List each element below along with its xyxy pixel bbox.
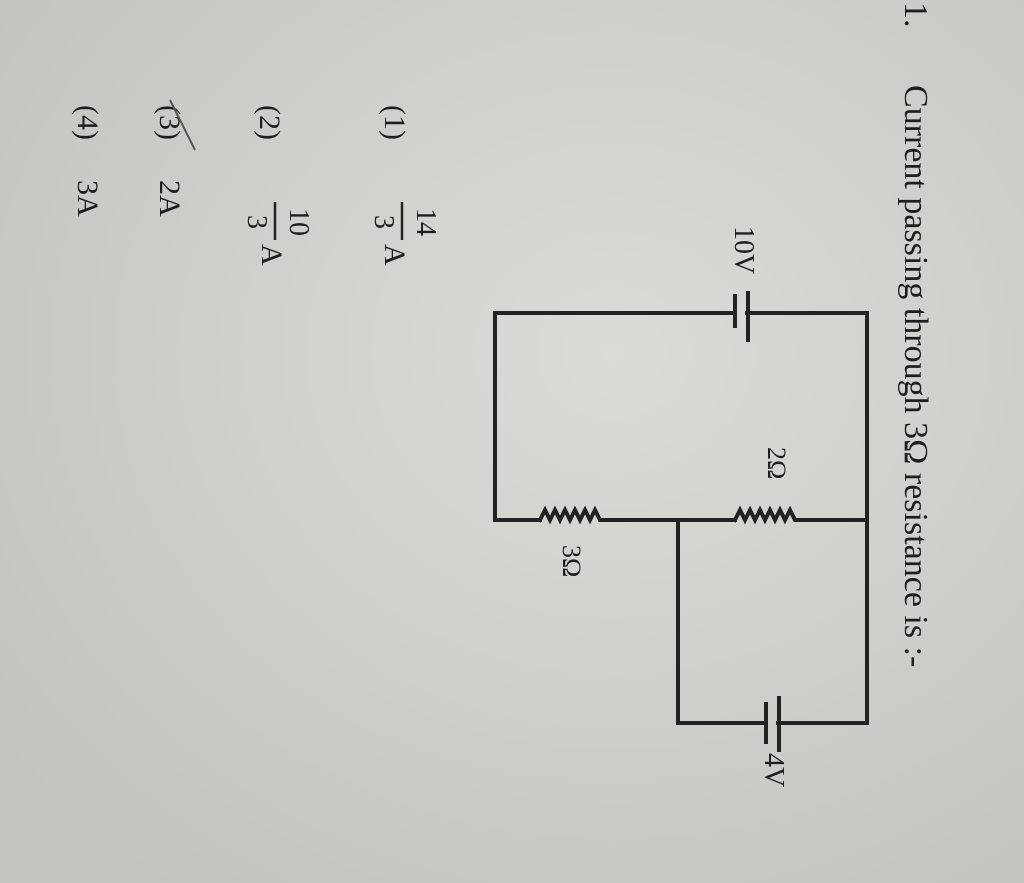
circuit-diagram: 10V 4V 2Ω 3Ω (493, 226, 869, 787)
resistor-bottom-label: 3Ω (557, 545, 586, 577)
option-4[interactable]: (4) 3A (71, 105, 104, 217)
battery-left-label: 10V (728, 226, 759, 274)
question-number: 1. (897, 2, 934, 28)
option-4-value: 3A (71, 180, 104, 217)
option-1-label: (1) (378, 105, 411, 140)
question-text: Current passing through 3Ω resistance is… (897, 85, 934, 667)
battery-4v (764, 696, 781, 752)
resistor-top-label: 2Ω (762, 447, 791, 479)
option-2-label: (2) (253, 105, 286, 140)
option-4-label: (4) (71, 105, 104, 140)
battery-10v (733, 291, 750, 342)
option-3-value: 2A (153, 180, 186, 217)
option-2-numerator: 10 (283, 208, 314, 236)
battery-right-label: 4V (758, 753, 789, 787)
option-1-unit: A (378, 244, 411, 266)
option-3[interactable]: (3) 2A (153, 99, 196, 217)
option-1[interactable]: (1) 14 3 A (368, 105, 441, 266)
option-1-numerator: 14 (410, 208, 441, 236)
resistor-3-ohm (537, 505, 606, 525)
option-2-denominator: 3 (241, 215, 272, 229)
pen-tick-mark (169, 99, 196, 151)
wire-bottom (676, 518, 768, 725)
option-1-denominator: 3 (368, 215, 399, 229)
resistor-2-ohm (732, 505, 807, 525)
option-2[interactable]: (2) 10 3 A (241, 105, 314, 266)
option-2-unit: A (255, 244, 288, 266)
wire-left (493, 311, 737, 522)
